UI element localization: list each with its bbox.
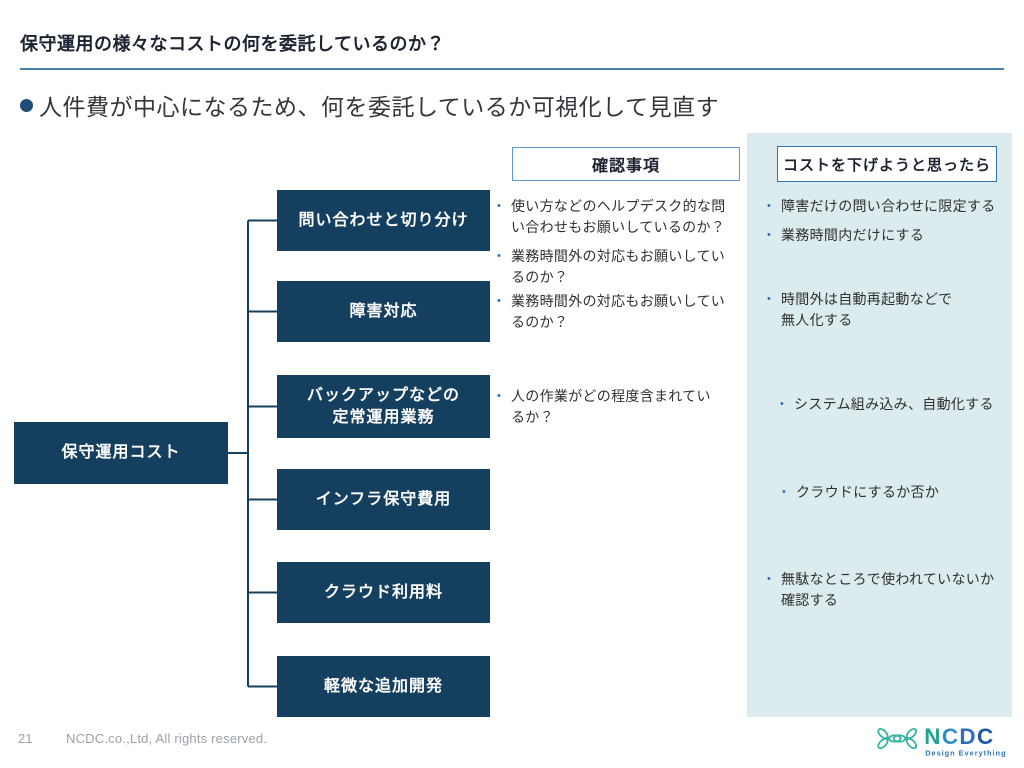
bullet-icon: •: [780, 398, 784, 410]
box-label: クラウド利用料: [323, 583, 443, 601]
box-label: 問い合わせと切り分け: [298, 211, 469, 229]
list-item-text: 業務時間内だけにする: [781, 227, 925, 243]
title-divider: [20, 68, 1004, 70]
list-item: • 業務時間外の対応もお願いしてい るのか？: [495, 291, 745, 333]
cost-reduction-header: コストを下げようと思ったら: [777, 146, 997, 182]
list-item: • クラウドにするか否か: [780, 482, 1012, 503]
cost-reduction-header-label: コストを下げようと思ったら: [782, 156, 991, 174]
list-item-text: クラウドにするか否か: [796, 484, 940, 500]
check-items-header: 確認事項: [512, 147, 740, 181]
list-item: • 人の作業がどの程度含まれてい るか？: [495, 386, 745, 428]
reduce-list-cloud: • 無駄なところで使われていないか 確認する: [765, 569, 1011, 619]
page-number: 21: [18, 731, 33, 746]
check-list-routine: • 人の作業がどの程度含まれてい るか？: [495, 386, 745, 436]
list-item: • 業務時間内だけにする: [765, 225, 1011, 246]
box-inquiry-triage: 問い合わせと切り分け: [277, 190, 490, 251]
list-item-text: 業務時間外の対応もお願いしてい るのか？: [511, 293, 726, 330]
list-item-text: 無駄なところで使われていないか 確認する: [781, 571, 995, 608]
list-item: • 無駄なところで使われていないか 確認する: [765, 569, 1011, 611]
bullet-icon: •: [497, 250, 501, 262]
box-infra-maintenance: インフラ保守費用: [277, 469, 490, 530]
box-label: 軽微な追加開発: [323, 677, 443, 695]
cost-reduction-panel: [747, 133, 1012, 717]
bullet-icon: •: [782, 486, 786, 498]
bullet-icon: •: [497, 295, 501, 307]
box-label: 保守運用コスト: [61, 444, 181, 462]
reduce-list-routine: • システム組み込み、自動化する: [778, 394, 1012, 423]
page-title: 保守運用の様々なコストの何を委託しているのか？: [20, 34, 445, 54]
list-item-text: 人の作業がどの程度含まれてい るか？: [511, 388, 711, 425]
box-minor-development: 軽微な追加開発: [277, 656, 490, 717]
list-item: • 障害だけの問い合わせに限定する: [765, 196, 1011, 217]
list-item-text: 障害だけの問い合わせに限定する: [781, 198, 996, 214]
bullet-icon: •: [767, 229, 771, 241]
list-item: • 時間外は自動再起動などで 無人化する: [765, 289, 1011, 331]
bullet-icon: •: [497, 390, 501, 402]
check-items-header-label: 確認事項: [591, 158, 660, 175]
bullet-icon: •: [767, 293, 771, 305]
ncdc-logo-text: NCDC: [924, 724, 994, 749]
tree-connector-lines: [228, 219, 277, 688]
bullet-icon: [20, 98, 33, 112]
bullet-icon: •: [767, 573, 771, 585]
box-label: インフラ保守費用: [315, 490, 452, 508]
ncdc-logo: NCDC Design Everything: [877, 724, 1006, 757]
bullet-icon: •: [497, 200, 501, 212]
list-item-text: システム組み込み、自動化する: [794, 396, 994, 412]
reduce-list-inquiry: • 障害だけの問い合わせに限定する • 業務時間内だけにする: [765, 196, 1011, 254]
list-item: • 業務時間外の対応もお願いしてい るのか？: [495, 246, 745, 288]
reduce-list-incident: • 時間外は自動再起動などで 無人化する: [765, 289, 1011, 339]
box-incident-response: 障害対応: [277, 281, 490, 342]
list-item-text: 使い方などのヘルプデスク的な問 い合わせもお願いしているのか？: [511, 198, 726, 235]
copyright-text: NCDC.co.,Ltd, All rights reserved.: [66, 731, 268, 746]
bullet-icon: •: [767, 200, 771, 212]
key-message-text: 人件費が中心になるため、何を委託しているか可視化して見直す: [39, 94, 720, 120]
box-label: バックアップなどの 定常運用業務: [306, 386, 460, 426]
check-list-incident: • 業務時間外の対応もお願いしてい るのか？: [495, 291, 745, 341]
check-list-inquiry: • 使い方などのヘルプデスク的な問 い合わせもお願いしているのか？ • 業務時間…: [495, 196, 745, 296]
box-label: 障害対応: [349, 302, 418, 320]
list-item-text: 業務時間外の対応もお願いしてい るのか？: [511, 248, 726, 285]
list-item: • 使い方などのヘルプデスク的な問 い合わせもお願いしているのか？: [495, 196, 745, 238]
box-routine-operations: バックアップなどの 定常運用業務: [277, 375, 490, 438]
ncdc-logo-tagline: Design Everything: [925, 748, 1006, 757]
ncdc-flower-icon: [877, 727, 918, 750]
key-message: 人件費が中心になるため、何を委託しているか可視化して見直す: [20, 88, 719, 122]
list-item: • システム組み込み、自動化する: [778, 394, 1012, 415]
box-cloud-usage-fee: クラウド利用料: [277, 562, 490, 623]
list-item-text: 時間外は自動再起動などで 無人化する: [781, 291, 953, 328]
box-maintenance-cost-root: 保守運用コスト: [14, 422, 228, 484]
reduce-list-infra: • クラウドにするか否か: [780, 482, 1012, 511]
